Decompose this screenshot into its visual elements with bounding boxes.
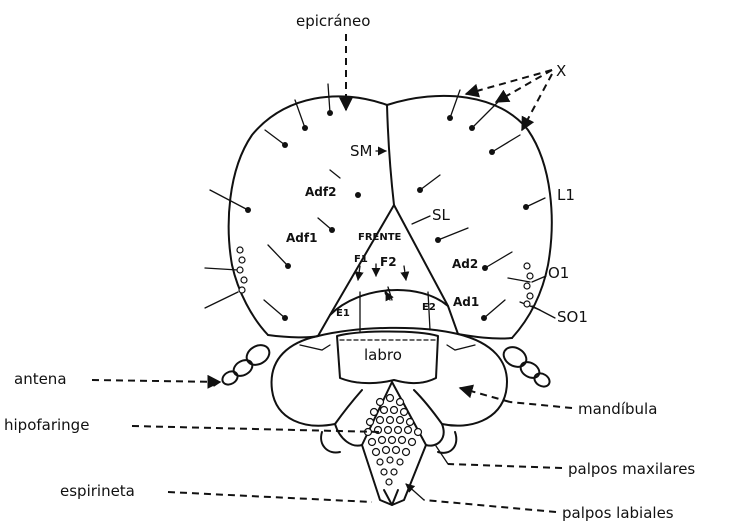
label-x: X <box>556 62 566 80</box>
label-c: C <box>384 288 391 299</box>
label-sm: SM <box>350 142 372 160</box>
label-frente: FRENTE <box>358 232 402 243</box>
label-palpos-maxilares: palpos maxilares <box>568 460 695 478</box>
mouthparts <box>321 382 456 505</box>
label-hipofaringe: hipofaringe <box>4 416 89 434</box>
label-e1: E1 <box>336 308 350 319</box>
label-mandibula: mandíbula <box>578 400 657 418</box>
label-e2: E2 <box>422 302 436 313</box>
label-epicraneo: epicráneo <box>296 12 370 30</box>
label-adf1: Adf1 <box>286 231 317 245</box>
label-adf2: Adf2 <box>305 185 336 199</box>
label-palpos-labiales: palpos labiales <box>562 504 674 522</box>
hypopharynx-texture <box>365 395 422 486</box>
label-labro: labro <box>364 346 402 364</box>
label-espirineta: espirineta <box>60 482 135 500</box>
label-sl: SL <box>432 206 451 224</box>
label-f2: F2 <box>380 255 397 269</box>
label-o1: O1 <box>548 264 569 282</box>
label-so1: SO1 <box>557 308 588 326</box>
stemmata-right <box>524 263 533 307</box>
label-ad1: Ad1 <box>453 295 479 309</box>
label-antena: antena <box>14 370 67 388</box>
antenna-left <box>214 341 273 387</box>
label-ad2: Ad2 <box>452 257 478 271</box>
label-f1: F1 <box>354 254 368 265</box>
setae <box>205 84 545 321</box>
coronal-suture <box>387 105 394 205</box>
label-l1: L1 <box>557 186 575 204</box>
